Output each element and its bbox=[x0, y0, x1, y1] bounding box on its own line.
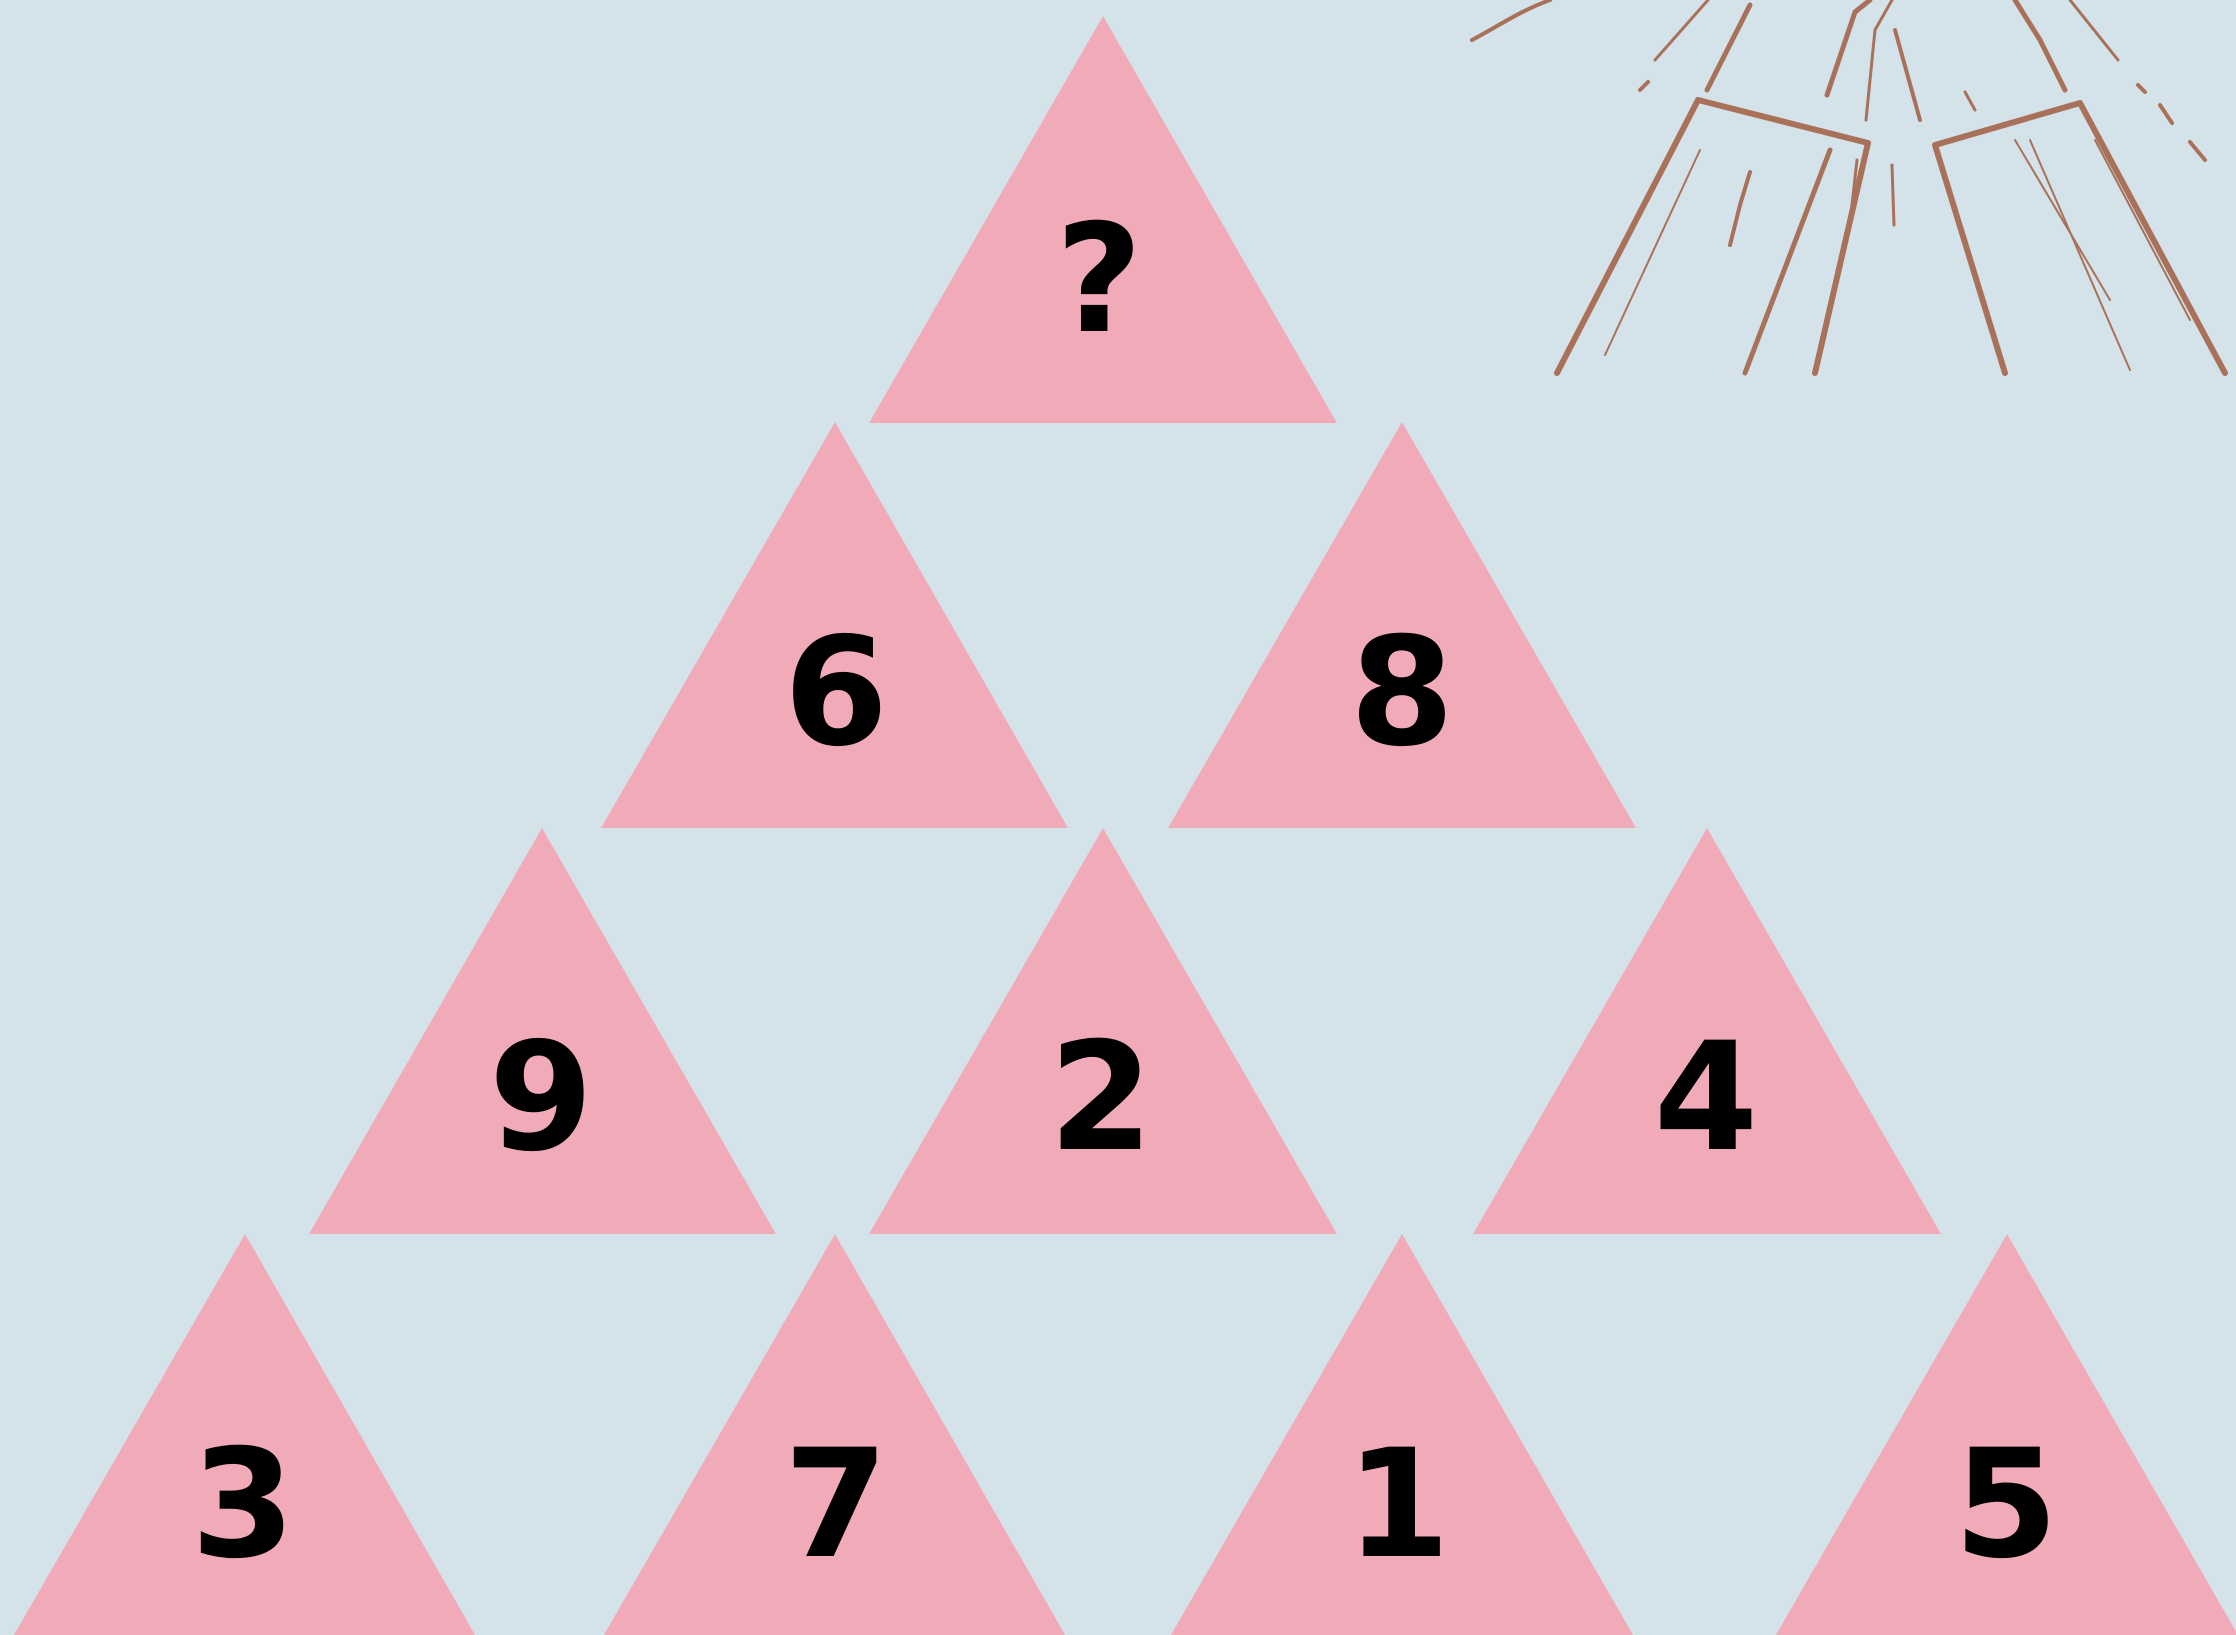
triangle-row4-2-value: 7 bbox=[736, 1425, 936, 1585]
triangle-row2-2-value: 8 bbox=[1302, 613, 1502, 773]
triangle-row3-1-value: 9 bbox=[441, 1018, 641, 1178]
triangle-row4-4-value: 5 bbox=[1906, 1425, 2106, 1585]
triangle-top-value: ? bbox=[999, 200, 1199, 360]
triangle-row4-1-value: 3 bbox=[143, 1425, 343, 1585]
triangle-row3-2-value: 2 bbox=[1001, 1018, 1201, 1178]
tent-sunburst-icon bbox=[1472, 0, 2225, 373]
triangle-row4-3-value: 1 bbox=[1298, 1425, 1498, 1585]
triangle-row3-3-value: 4 bbox=[1606, 1018, 1806, 1178]
triangle-row2-1-value: 6 bbox=[736, 613, 936, 773]
